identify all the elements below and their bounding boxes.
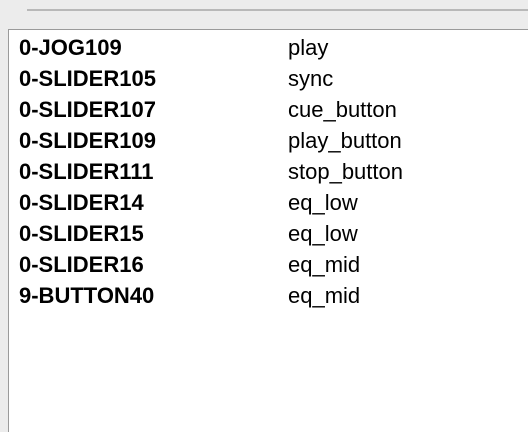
control-name: 0-SLIDER107 (19, 97, 156, 122)
mapping-rows: 0-JOG109 play 0-SLIDER105 sync 0-SLIDER1… (9, 30, 528, 309)
action-name: cue_button (288, 97, 397, 122)
control-name: 0-SLIDER14 (19, 190, 144, 215)
action-name: eq_mid (288, 283, 361, 308)
action-name: stop_button (288, 159, 403, 184)
action-name: play_button (288, 128, 402, 153)
list-item[interactable]: 0-SLIDER15 eq_low (9, 216, 528, 247)
control-name: 0-SLIDER111 (19, 159, 154, 184)
control-name: 9-BUTTON40 (19, 283, 155, 308)
list-item[interactable]: 9-BUTTON40 eq_mid (9, 278, 528, 309)
list-item[interactable]: 0-SLIDER111 stop_button (9, 154, 528, 185)
action-name: eq_low (288, 221, 358, 246)
list-item[interactable]: 0-SLIDER107 cue_button (9, 92, 528, 123)
list-item[interactable]: 0-SLIDER109 play_button (9, 123, 528, 154)
list-item[interactable]: 0-SLIDER14 eq_low (9, 185, 528, 216)
control-name: 0-SLIDER109 (19, 128, 156, 153)
control-name: 0-JOG109 (19, 35, 122, 60)
control-name: 0-SLIDER15 (19, 221, 144, 246)
list-item[interactable]: 0-SLIDER16 eq_mid (9, 247, 528, 278)
control-name: 0-SLIDER16 (19, 252, 144, 277)
list-item[interactable]: 0-SLIDER105 sync (9, 61, 528, 92)
separator-line (27, 9, 528, 11)
action-name: play (288, 35, 329, 60)
action-name: eq_low (288, 190, 358, 215)
action-name: eq_mid (288, 252, 361, 277)
list-item[interactable]: 0-JOG109 play (9, 30, 528, 61)
action-name: sync (288, 66, 334, 91)
mapping-list[interactable]: 0-JOG109 play 0-SLIDER105 sync 0-SLIDER1… (8, 29, 528, 432)
control-name: 0-SLIDER105 (19, 66, 156, 91)
